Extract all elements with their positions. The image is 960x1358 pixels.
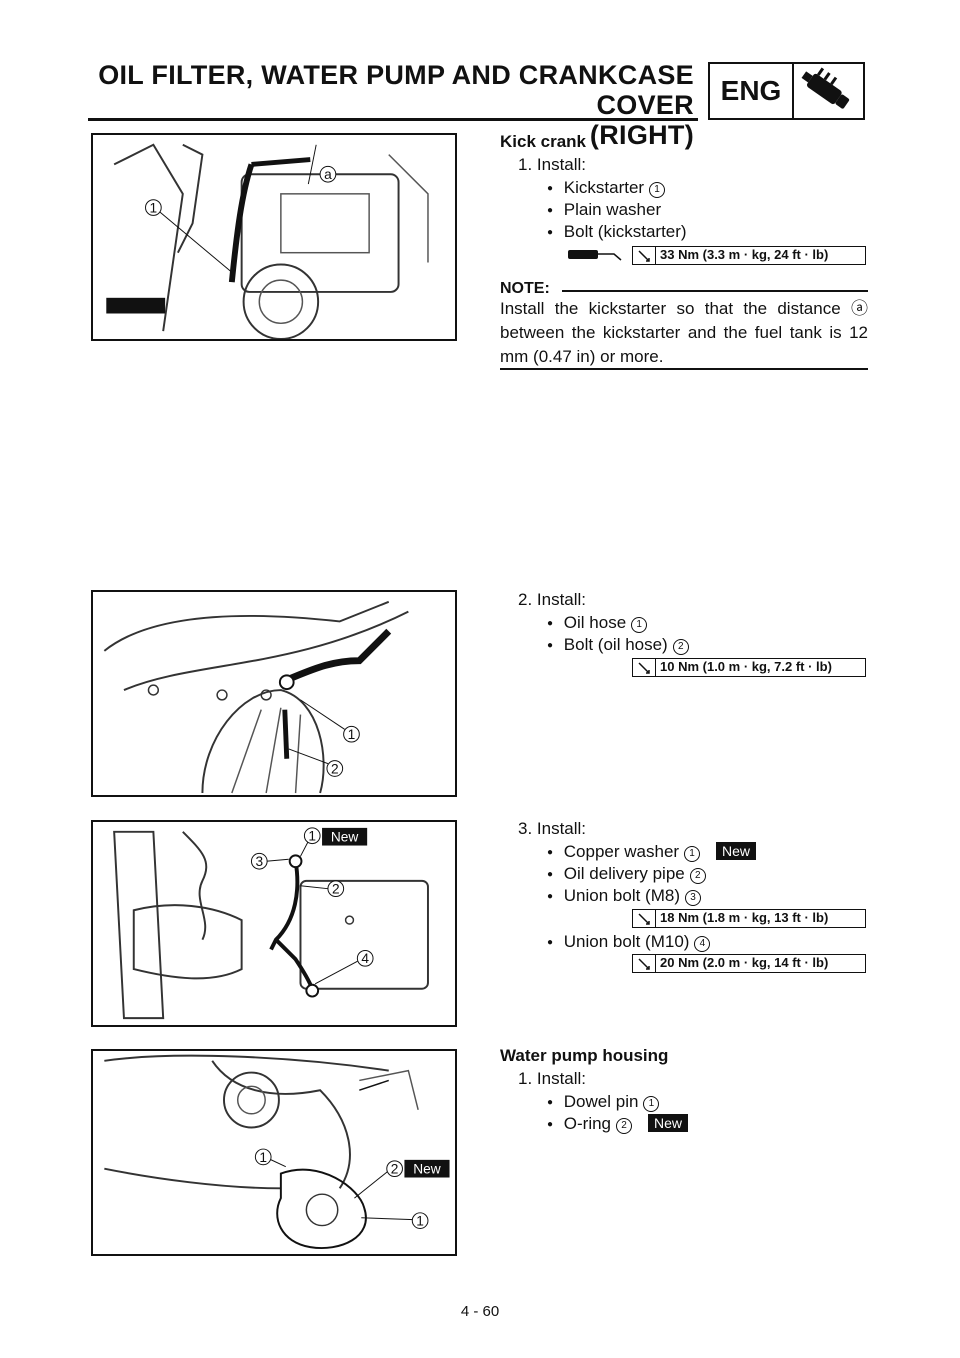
fig-callout-2: 2 xyxy=(391,1162,399,1177)
fig-callout-3: 3 xyxy=(255,854,263,869)
page-number: 4 - 60 xyxy=(460,1303,500,1320)
torque-spec: 10 Nm (1.0 m · kg, 7.2 ft · lb) xyxy=(632,658,866,677)
water-pump-heading: Water pump housing xyxy=(500,1046,669,1065)
kick-crank-heading: Kick crank xyxy=(500,132,586,151)
section-badge: ENG xyxy=(708,62,865,120)
fig-callout-1: 1 xyxy=(416,1214,424,1229)
section-badge-label: ENG xyxy=(710,64,794,118)
torque-spec: 20 Nm (2.0 m · kg, 14 ft · lb) xyxy=(632,954,866,973)
oil-delivery-pipe-figure: 3 1 New 2 4 xyxy=(91,820,457,1027)
list-item: Union bolt (M10)4 xyxy=(547,931,711,956)
fig-callout-1: 1 xyxy=(150,200,158,215)
note-bottom-rule xyxy=(500,368,868,370)
list-item: Bolt (oil hose)2 xyxy=(547,634,689,659)
note-text: Install the kickstarter so that the dist… xyxy=(500,299,868,366)
torque-spec: 33 Nm (3.3 m · kg, 24 ft · lb) xyxy=(632,246,866,265)
note-top-rule xyxy=(562,290,868,292)
kick-crank-step1: 1. Install: xyxy=(518,155,587,174)
torque-wrench-icon xyxy=(633,910,656,927)
step3-label: 3. Install: xyxy=(518,819,587,838)
new-badge: New xyxy=(331,830,359,845)
torque-spec: 18 Nm (1.8 m · kg, 13 ft · lb) xyxy=(632,909,866,928)
torque-wrench-icon xyxy=(633,247,656,264)
fig-callout-a: a xyxy=(324,167,332,182)
fig-callout-4: 4 xyxy=(361,951,369,966)
fig-callout-2: 2 xyxy=(332,882,340,897)
list-item: Plain washer xyxy=(547,199,661,224)
note-label: NOTE: xyxy=(500,280,550,297)
new-badge: New xyxy=(648,1114,689,1132)
list-item: Bolt (kickstarter) xyxy=(547,221,687,246)
fig-callout-1: 1 xyxy=(308,829,316,844)
fig-callout-2: 2 xyxy=(331,761,339,776)
torque-wrench-icon xyxy=(633,955,656,972)
fig-callout-1: 1 xyxy=(259,1150,267,1165)
engine-icon xyxy=(794,64,863,118)
fig-callout-1: 1 xyxy=(348,727,356,742)
new-badge: New xyxy=(413,1162,441,1177)
new-badge: New xyxy=(716,842,757,860)
step2-label: 2. Install: xyxy=(518,590,587,609)
page-title-line2: (RIGHT) xyxy=(589,120,694,150)
oil-hose-figure: 1 2 xyxy=(91,590,457,797)
water-pump-housing-figure: 1 2 New 1 xyxy=(91,1049,457,1256)
torque-wrench-icon xyxy=(633,659,656,676)
locking-agent-icon xyxy=(566,244,626,264)
page-title: OIL FILTER, WATER PUMP AND CRANKCASE COV… xyxy=(0,60,694,150)
page-title-line1: OIL FILTER, WATER PUMP AND CRANKCASE COV… xyxy=(98,60,694,120)
kick-crank-figure: 1 a xyxy=(91,133,457,341)
water-pump-step1: 1. Install: xyxy=(518,1069,587,1088)
list-item: Union bolt (M8)3 xyxy=(547,885,701,910)
header-rule xyxy=(88,118,698,121)
